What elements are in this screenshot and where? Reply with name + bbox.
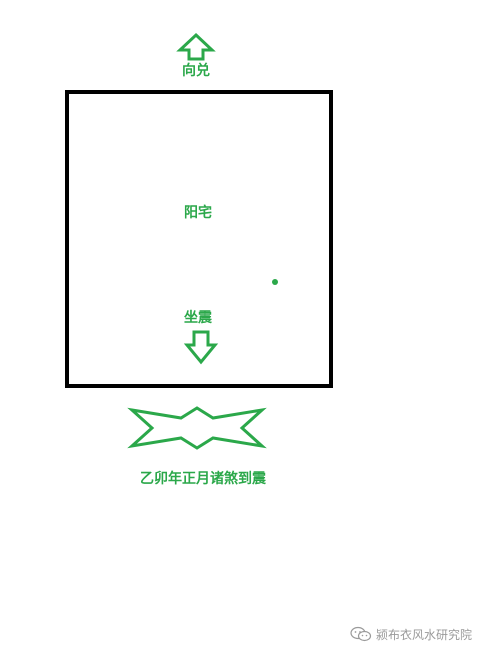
watermark: 颍布衣风水研究院 [350, 625, 472, 643]
wechat-icon [350, 626, 372, 642]
six-point-star-icon [127, 406, 267, 450]
up-arrow-icon [176, 32, 216, 61]
house-label: 阳宅 [184, 205, 212, 221]
down-arrow-icon [183, 330, 219, 365]
direction-label-north: 向兑 [182, 63, 210, 79]
sha-caption: 乙卯年正月诸煞到震 [140, 471, 266, 487]
watermark-text: 颍布衣风水研究院 [376, 627, 473, 642]
dot-icon [272, 279, 278, 285]
house-outline [65, 90, 333, 388]
sitting-label: 坐震 [184, 310, 212, 326]
